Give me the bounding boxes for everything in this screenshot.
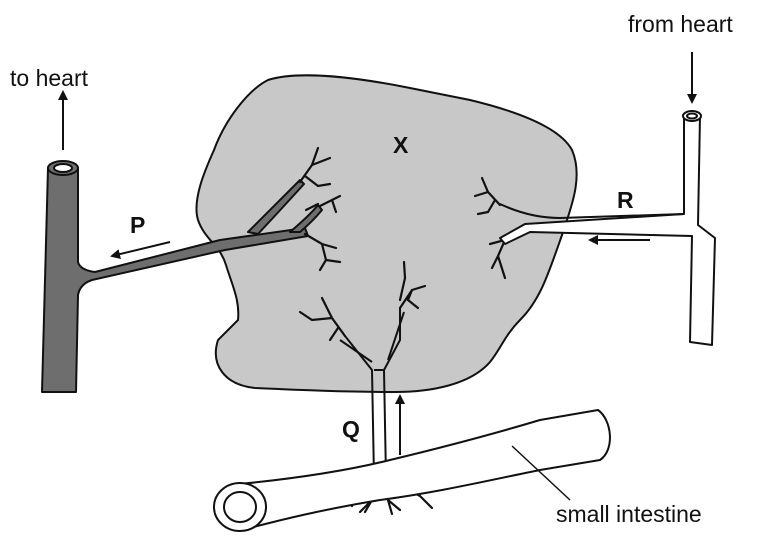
- label-p: P: [130, 212, 145, 238]
- arrow-p-flow: [112, 242, 170, 256]
- label-r: R: [617, 187, 634, 213]
- label-to-heart: to heart: [10, 65, 89, 91]
- label-from-heart: from heart: [628, 11, 733, 37]
- label-q: Q: [342, 416, 360, 442]
- small-intestine: [214, 410, 610, 531]
- label-x: X: [393, 132, 409, 158]
- label-small-intestine: small intestine: [556, 501, 702, 527]
